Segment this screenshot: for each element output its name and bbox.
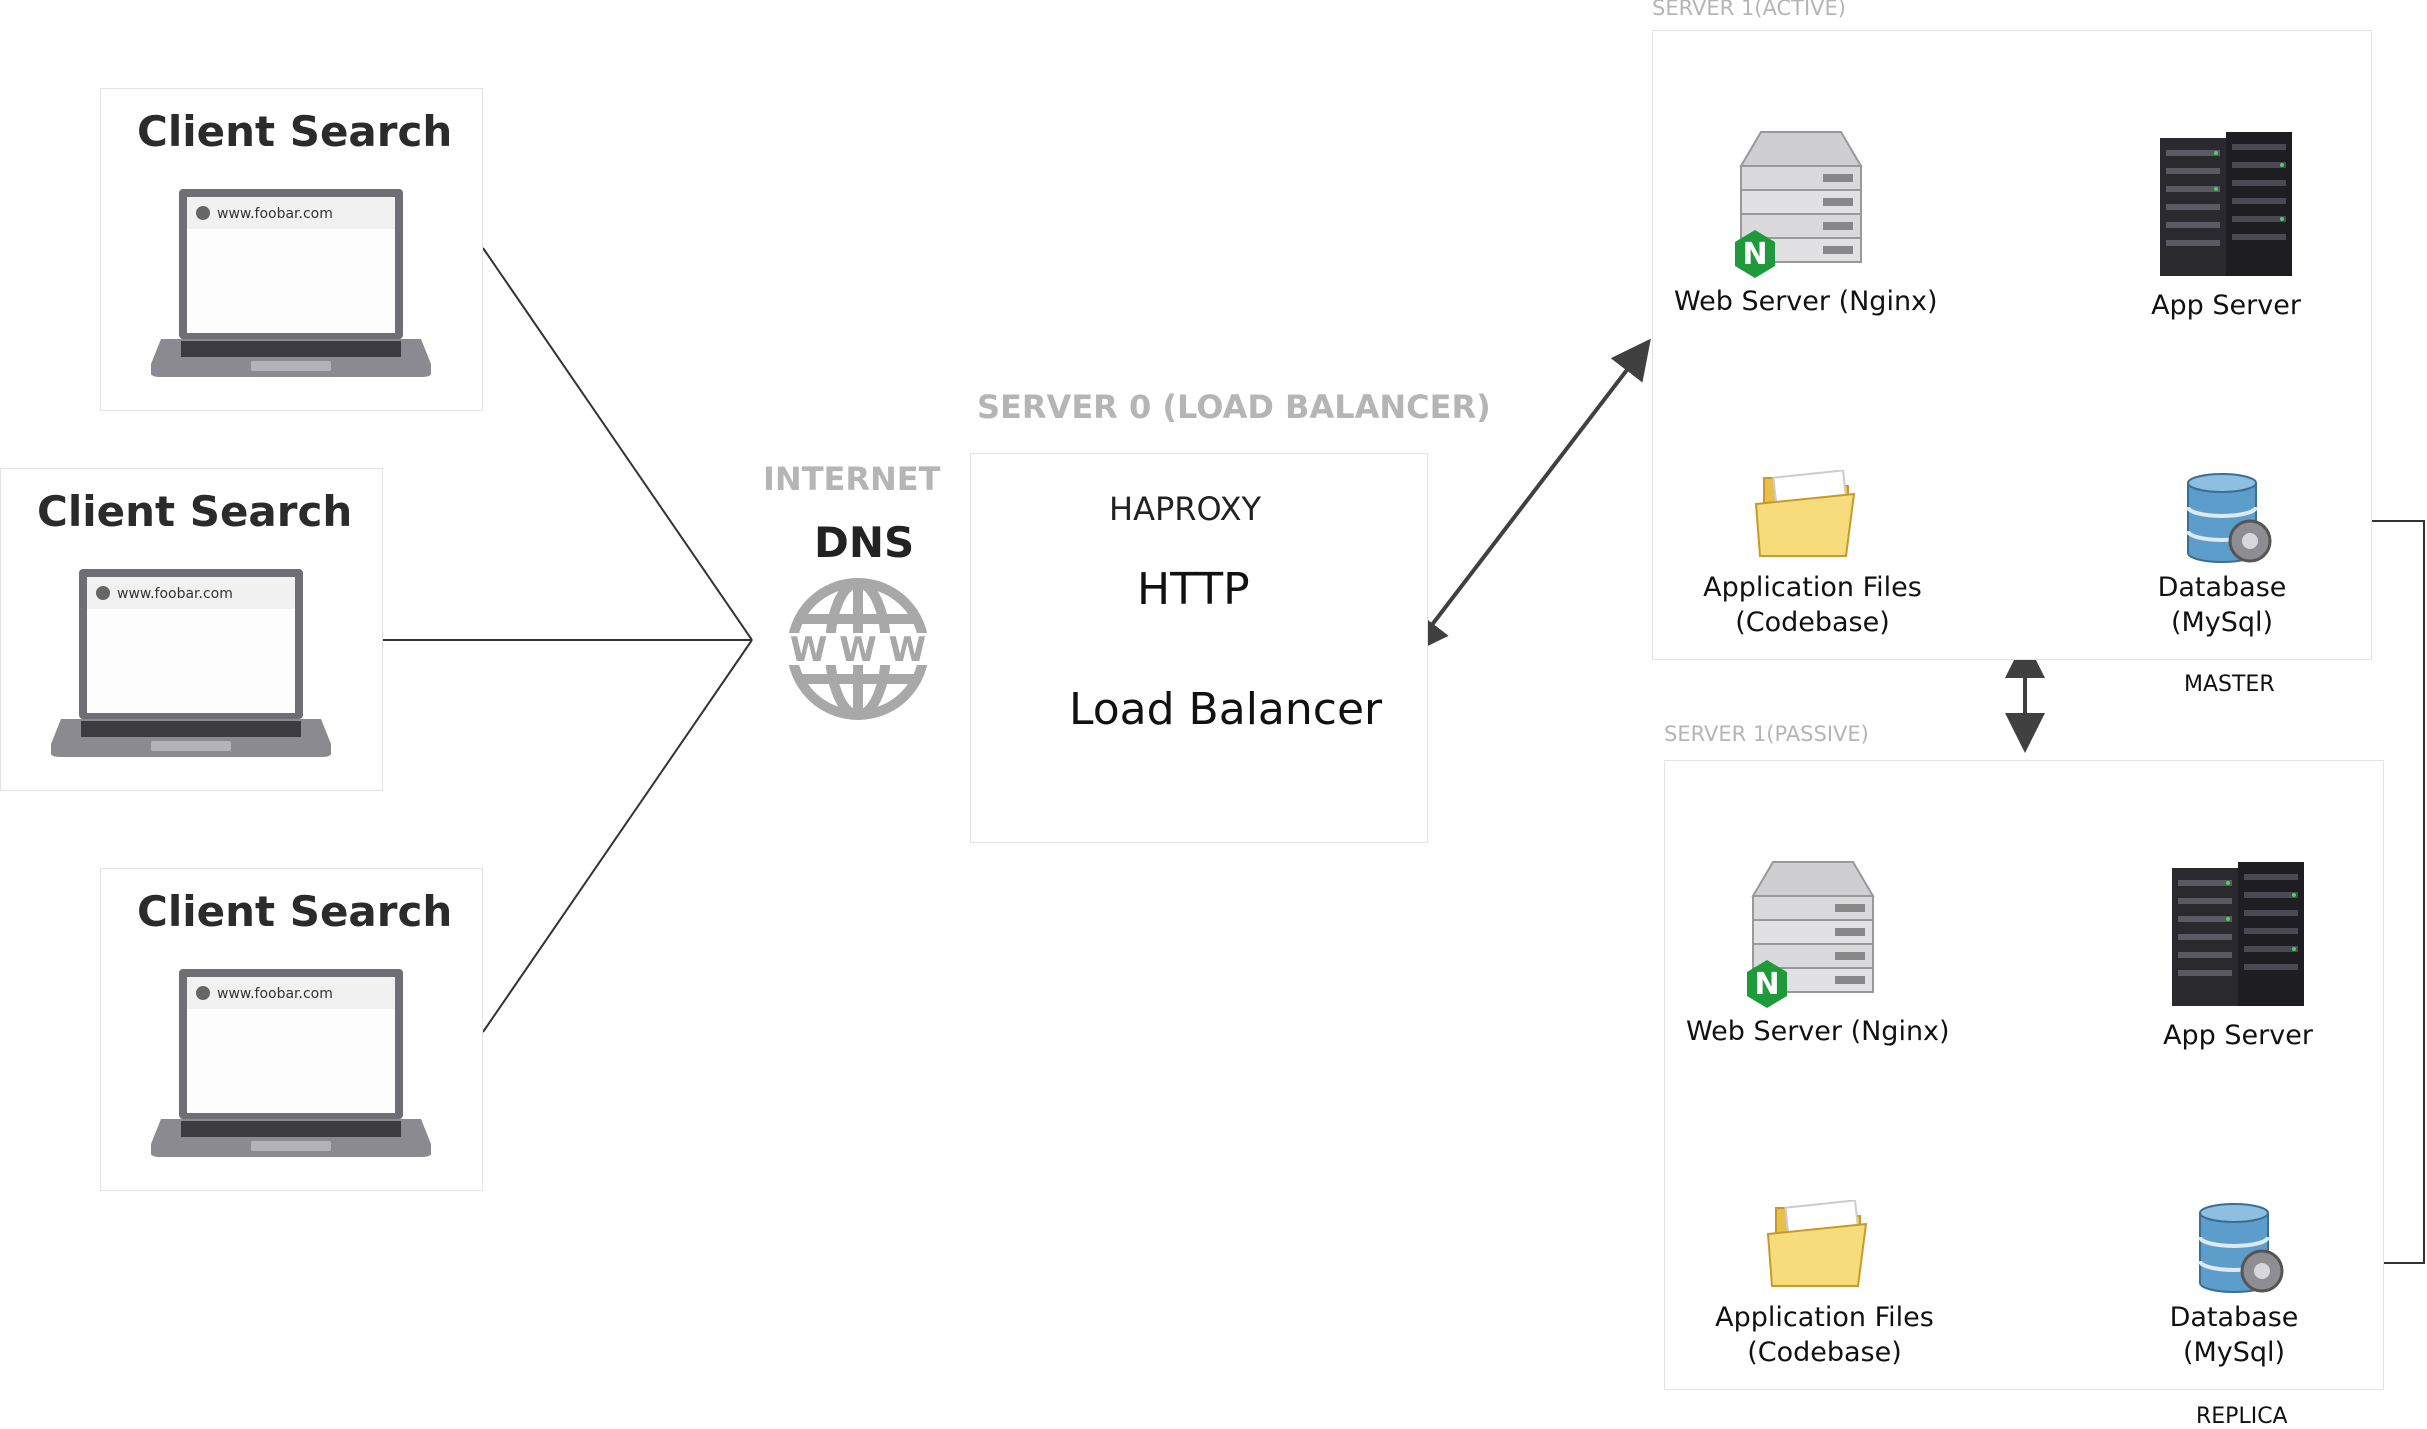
client-card-3: Client Search www.foobar.com	[100, 868, 483, 1191]
internet-label: INTERNET	[763, 460, 941, 498]
browser-url: www.foobar.com	[117, 586, 233, 602]
app-server-label: App Server	[2163, 1020, 2313, 1051]
database-label-line2: (MySql)	[2170, 607, 2274, 638]
laptop-icon: www.foobar.com	[51, 569, 331, 757]
lb-to-server-arrow	[1408, 338, 1651, 656]
laptop-icon: www.foobar.com	[151, 189, 431, 377]
server-passive-title: SERVER 1(PASSIVE)	[1664, 722, 1869, 746]
server-active-title: SERVER 1(ACTIVE)	[1652, 0, 1847, 20]
haproxy-label: HAPROXY	[1109, 490, 1262, 528]
server-role-master: MASTER	[2184, 672, 2275, 697]
database-label-line2: (MySql)	[2182, 1337, 2286, 1368]
app-server-icon	[2160, 132, 2292, 276]
client-card-2: Client Search www.foobar.com	[0, 468, 383, 791]
files-label-line2: (Codebase)	[1735, 607, 1890, 638]
web-server-label: Web Server (Nginx)	[1686, 1016, 1950, 1047]
app-server-label: App Server	[2151, 290, 2301, 321]
web-server-icon: N	[1735, 131, 1863, 278]
globe-www-icon: W W W	[786, 578, 930, 720]
web-server-label: Web Server (Nginx)	[1674, 286, 1938, 317]
folder-icon	[1766, 1200, 1868, 1287]
database-icon	[2186, 473, 2272, 563]
dns-label: DNS	[814, 518, 915, 567]
nginx-badge-text: N	[1754, 967, 1779, 1002]
nginx-badge-text: N	[1742, 237, 1767, 272]
load-balancer-title: SERVER 0 (LOAD BALANCER)	[977, 388, 1491, 426]
globe-text: W W W	[790, 630, 926, 670]
web-server-icon: N	[1747, 861, 1875, 1008]
client1-to-dns-line	[482, 247, 753, 641]
browser-url: www.foobar.com	[217, 986, 333, 1002]
client-title: Client Search	[137, 887, 453, 936]
load-balancer-box: HAPROXY HTTP Load Balancer	[970, 453, 1428, 843]
files-label-line2: (Codebase)	[1747, 1337, 1902, 1368]
database-label-line1: Database	[2157, 572, 2287, 603]
browser-url: www.foobar.com	[217, 206, 333, 222]
client3-to-dns-line	[482, 639, 753, 1033]
laptop-icon: www.foobar.com	[151, 969, 431, 1157]
client-card-1: Client Search www.foobar.com	[100, 88, 483, 411]
client-title: Client Search	[37, 487, 353, 536]
database-icon	[2198, 1203, 2284, 1293]
load-balancer-caption: Load Balancer	[1069, 684, 1383, 735]
folder-icon	[1754, 470, 1856, 557]
server-role-replica: REPLICA	[2196, 1404, 2288, 1429]
files-label-line1: Application Files	[1715, 1302, 1934, 1333]
app-server-icon	[2172, 862, 2304, 1006]
client-title: Client Search	[137, 107, 453, 156]
database-label-line1: Database	[2169, 1302, 2299, 1333]
http-label: HTTP	[1137, 564, 1250, 615]
files-label-line1: Application Files	[1703, 572, 1922, 603]
